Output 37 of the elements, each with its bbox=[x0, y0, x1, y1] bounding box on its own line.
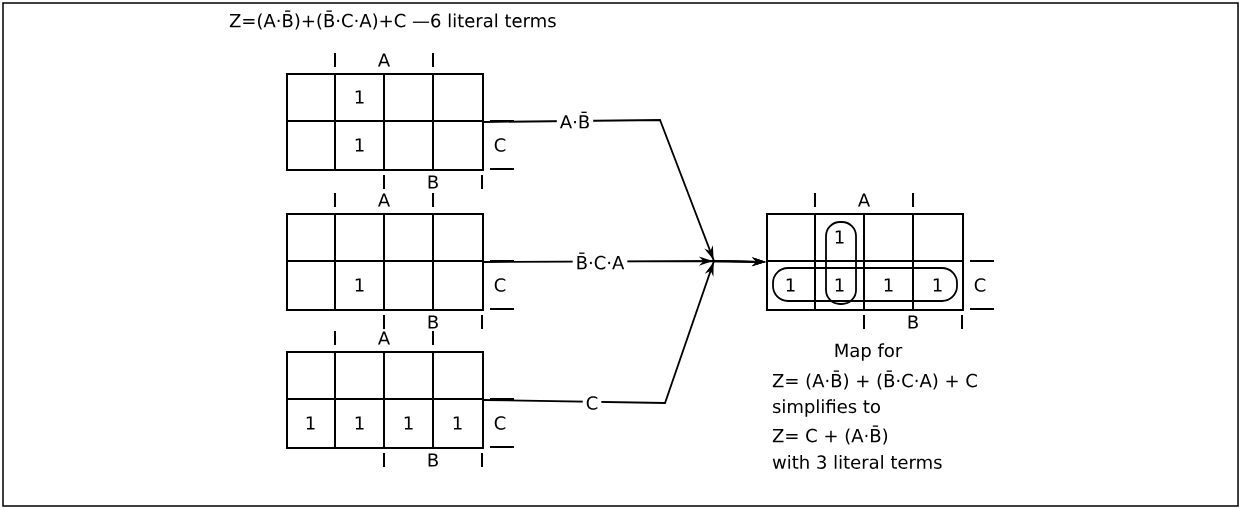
caption-line: Map for bbox=[835, 343, 903, 361]
cell-value: 1 bbox=[355, 90, 364, 104]
cell-value: 1 bbox=[884, 278, 893, 292]
karnaugh-map bbox=[285, 52, 515, 190]
cell-value: 1 bbox=[355, 138, 364, 152]
caption-line: simplifies to bbox=[773, 399, 880, 417]
cell-value: 1 bbox=[835, 230, 844, 244]
cell-value: 1 bbox=[355, 278, 364, 292]
cell-value: 1 bbox=[404, 416, 413, 430]
cell-value: 1 bbox=[933, 278, 942, 292]
cell-value: 1 bbox=[453, 416, 462, 430]
axis-label: B bbox=[428, 315, 438, 329]
title: Z=(A·B̄)+(B̄·C·A)+C —6 literal terms bbox=[229, 10, 556, 30]
caption-line: Z= C + (A·B̄) bbox=[772, 425, 888, 445]
axis-label: A bbox=[858, 193, 871, 207]
axis-label: B bbox=[428, 453, 438, 467]
edge-label: A·B̄ bbox=[556, 108, 594, 132]
caption-line: Z= (A·B̄) + (B̄·C·A) + C bbox=[772, 370, 977, 390]
caption-line: with 3 literal terms bbox=[772, 455, 942, 469]
cell-value: 1 bbox=[835, 278, 844, 292]
cell-value: 1 bbox=[306, 416, 315, 430]
edge-label: C bbox=[582, 393, 602, 413]
axis-label: C bbox=[974, 278, 986, 292]
axis-label: A bbox=[378, 53, 390, 67]
cell-value: 1 bbox=[355, 416, 364, 430]
axis-label: C bbox=[494, 138, 506, 152]
edge-label: B̄·C·A bbox=[572, 249, 628, 273]
axis-label: A bbox=[378, 331, 390, 345]
axis-label: A bbox=[378, 193, 390, 207]
karnaugh-map bbox=[285, 330, 515, 468]
axis-label: C bbox=[494, 416, 506, 430]
axis-label: B bbox=[908, 315, 918, 329]
cell-value: 1 bbox=[786, 278, 795, 292]
axis-label: B bbox=[428, 175, 438, 189]
karnaugh-map bbox=[765, 192, 995, 469]
axis-label: C bbox=[494, 278, 506, 292]
karnaugh-map bbox=[285, 192, 515, 330]
